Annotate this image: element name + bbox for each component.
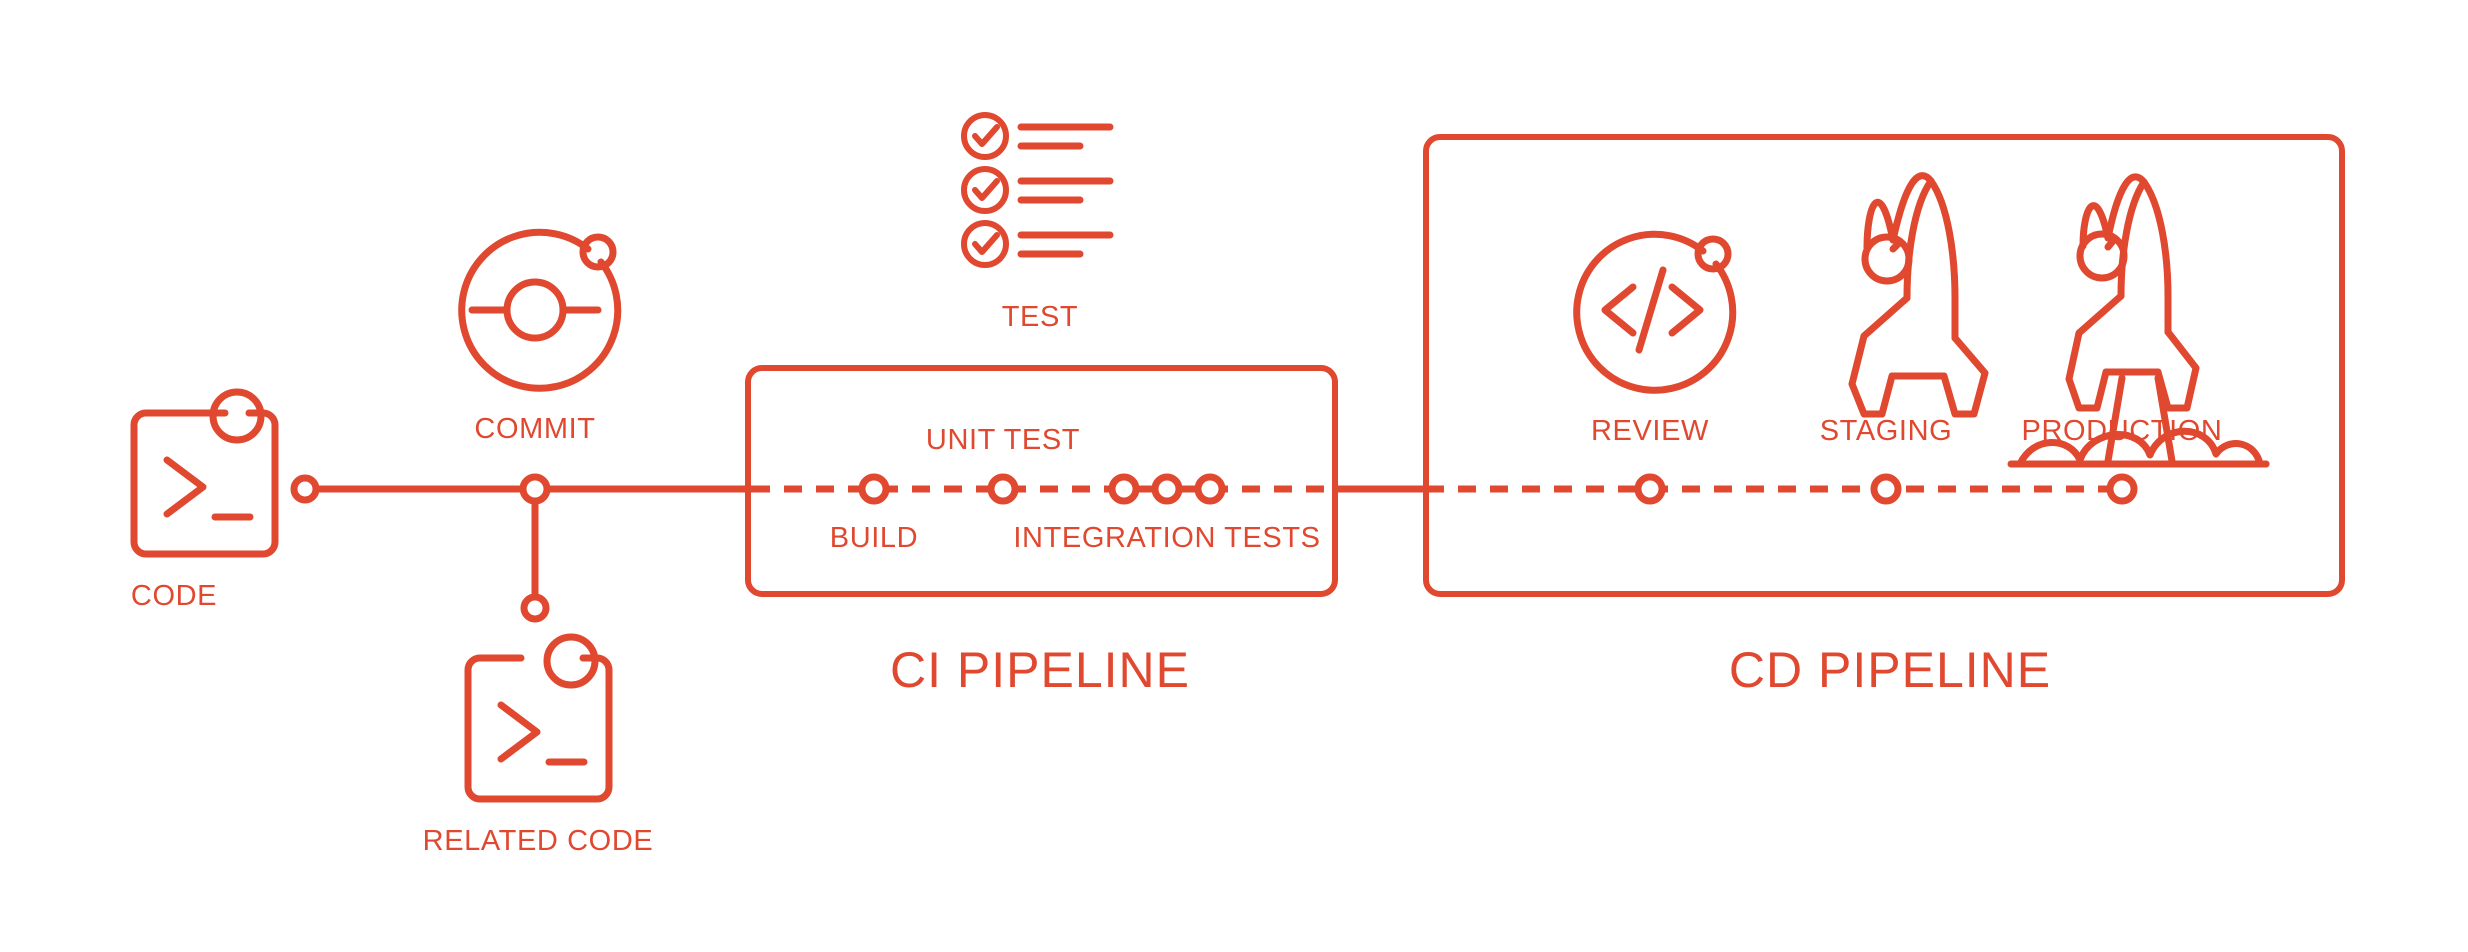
ci-pipeline-box [745, 365, 1338, 597]
ci-pipeline-title: CI PIPELINE [890, 642, 1190, 698]
review-flow-node[interactable] [1634, 473, 1666, 505]
commit-node[interactable]: COMMIT [458, 228, 622, 505]
test-label: TEST [1002, 301, 1079, 333]
unit-test-flow-node[interactable] [987, 473, 1019, 505]
rocket-icon [1848, 172, 1989, 418]
commit-label: COMMIT [474, 413, 595, 445]
rocket-launch-icon [2007, 173, 2270, 468]
build-flow-node[interactable] [858, 473, 890, 505]
staging-flow-node[interactable] [1870, 473, 1902, 505]
production-label: PRODUCTION [2022, 415, 2223, 447]
terminal-code-icon [130, 388, 279, 558]
integration-test-flow-node-3[interactable] [1194, 473, 1226, 505]
production-node[interactable]: PRODUCTION [2007, 173, 2270, 505]
commit-flow-node[interactable] [519, 473, 551, 505]
test-node[interactable]: TEST [961, 112, 1114, 333]
production-flow-node[interactable] [2106, 473, 2138, 505]
integration-test-flow-node-2[interactable] [1151, 473, 1183, 505]
review-node[interactable]: REVIEW [1573, 230, 1737, 505]
commit-orbit-icon [458, 228, 622, 392]
review-label: REVIEW [1591, 415, 1709, 447]
related-code-label: RELATED CODE [423, 825, 654, 857]
related-code-node[interactable]: RELATED CODE [423, 593, 654, 857]
integration-tests-label: INTEGRATION TESTS [1013, 522, 1320, 554]
code-label: CODE [131, 580, 217, 612]
code-review-icon [1573, 230, 1737, 394]
related-code-flow-node[interactable] [520, 593, 550, 623]
checklist-icon [961, 112, 1114, 268]
code-node[interactable]: CODE [130, 388, 320, 612]
unit-test-label: UNIT TEST [926, 424, 1080, 456]
staging-label: STAGING [1820, 415, 1953, 447]
integration-test-flow-node-1[interactable] [1108, 473, 1140, 505]
code-flow-node[interactable] [290, 474, 320, 504]
cd-pipeline-box [1423, 134, 2345, 597]
cd-pipeline-title: CD PIPELINE [1729, 642, 2051, 698]
terminal-code-icon [464, 633, 613, 803]
staging-node[interactable]: STAGING [1820, 172, 1989, 505]
build-label: BUILD [830, 522, 918, 554]
ci-pipeline-nodes [858, 473, 1226, 505]
